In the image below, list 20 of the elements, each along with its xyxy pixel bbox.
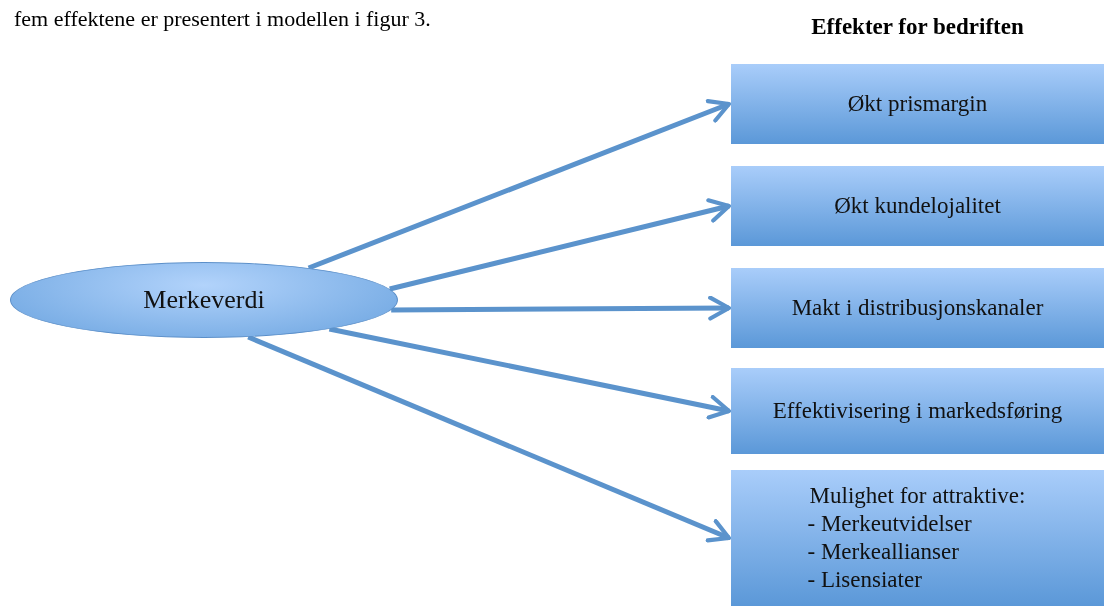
effect-box <box>731 64 1104 144</box>
list-item: - Lisensiater <box>807 566 923 594</box>
node-label: Mulighet for attraktive: <box>809 482 1026 510</box>
list-item: - Merkeallianser <box>807 538 960 566</box>
node-label: Effektivisering i markedsføring <box>772 397 1063 425</box>
diagram-title: Effekter for bedriften <box>810 14 1025 40</box>
node-label: Økt kundelojalitet <box>834 192 1001 220</box>
node-label: Merkeverdi <box>143 286 265 314</box>
node-label: Makt i distribusjonskanaler <box>791 294 1044 322</box>
effect-box <box>731 368 1104 454</box>
effect-box <box>731 166 1104 246</box>
body-text: fem effektene er presentert i modellen i figur 3. <box>14 6 431 32</box>
arrow <box>328 326 732 420</box>
effect-box <box>731 470 1104 606</box>
arrow <box>389 198 732 292</box>
list-item: - Merkeutvidelser <box>807 510 973 538</box>
effect-box <box>731 268 1104 348</box>
arrow <box>391 295 732 321</box>
node-label: Økt prismargin <box>847 90 988 118</box>
arrow <box>307 99 732 271</box>
